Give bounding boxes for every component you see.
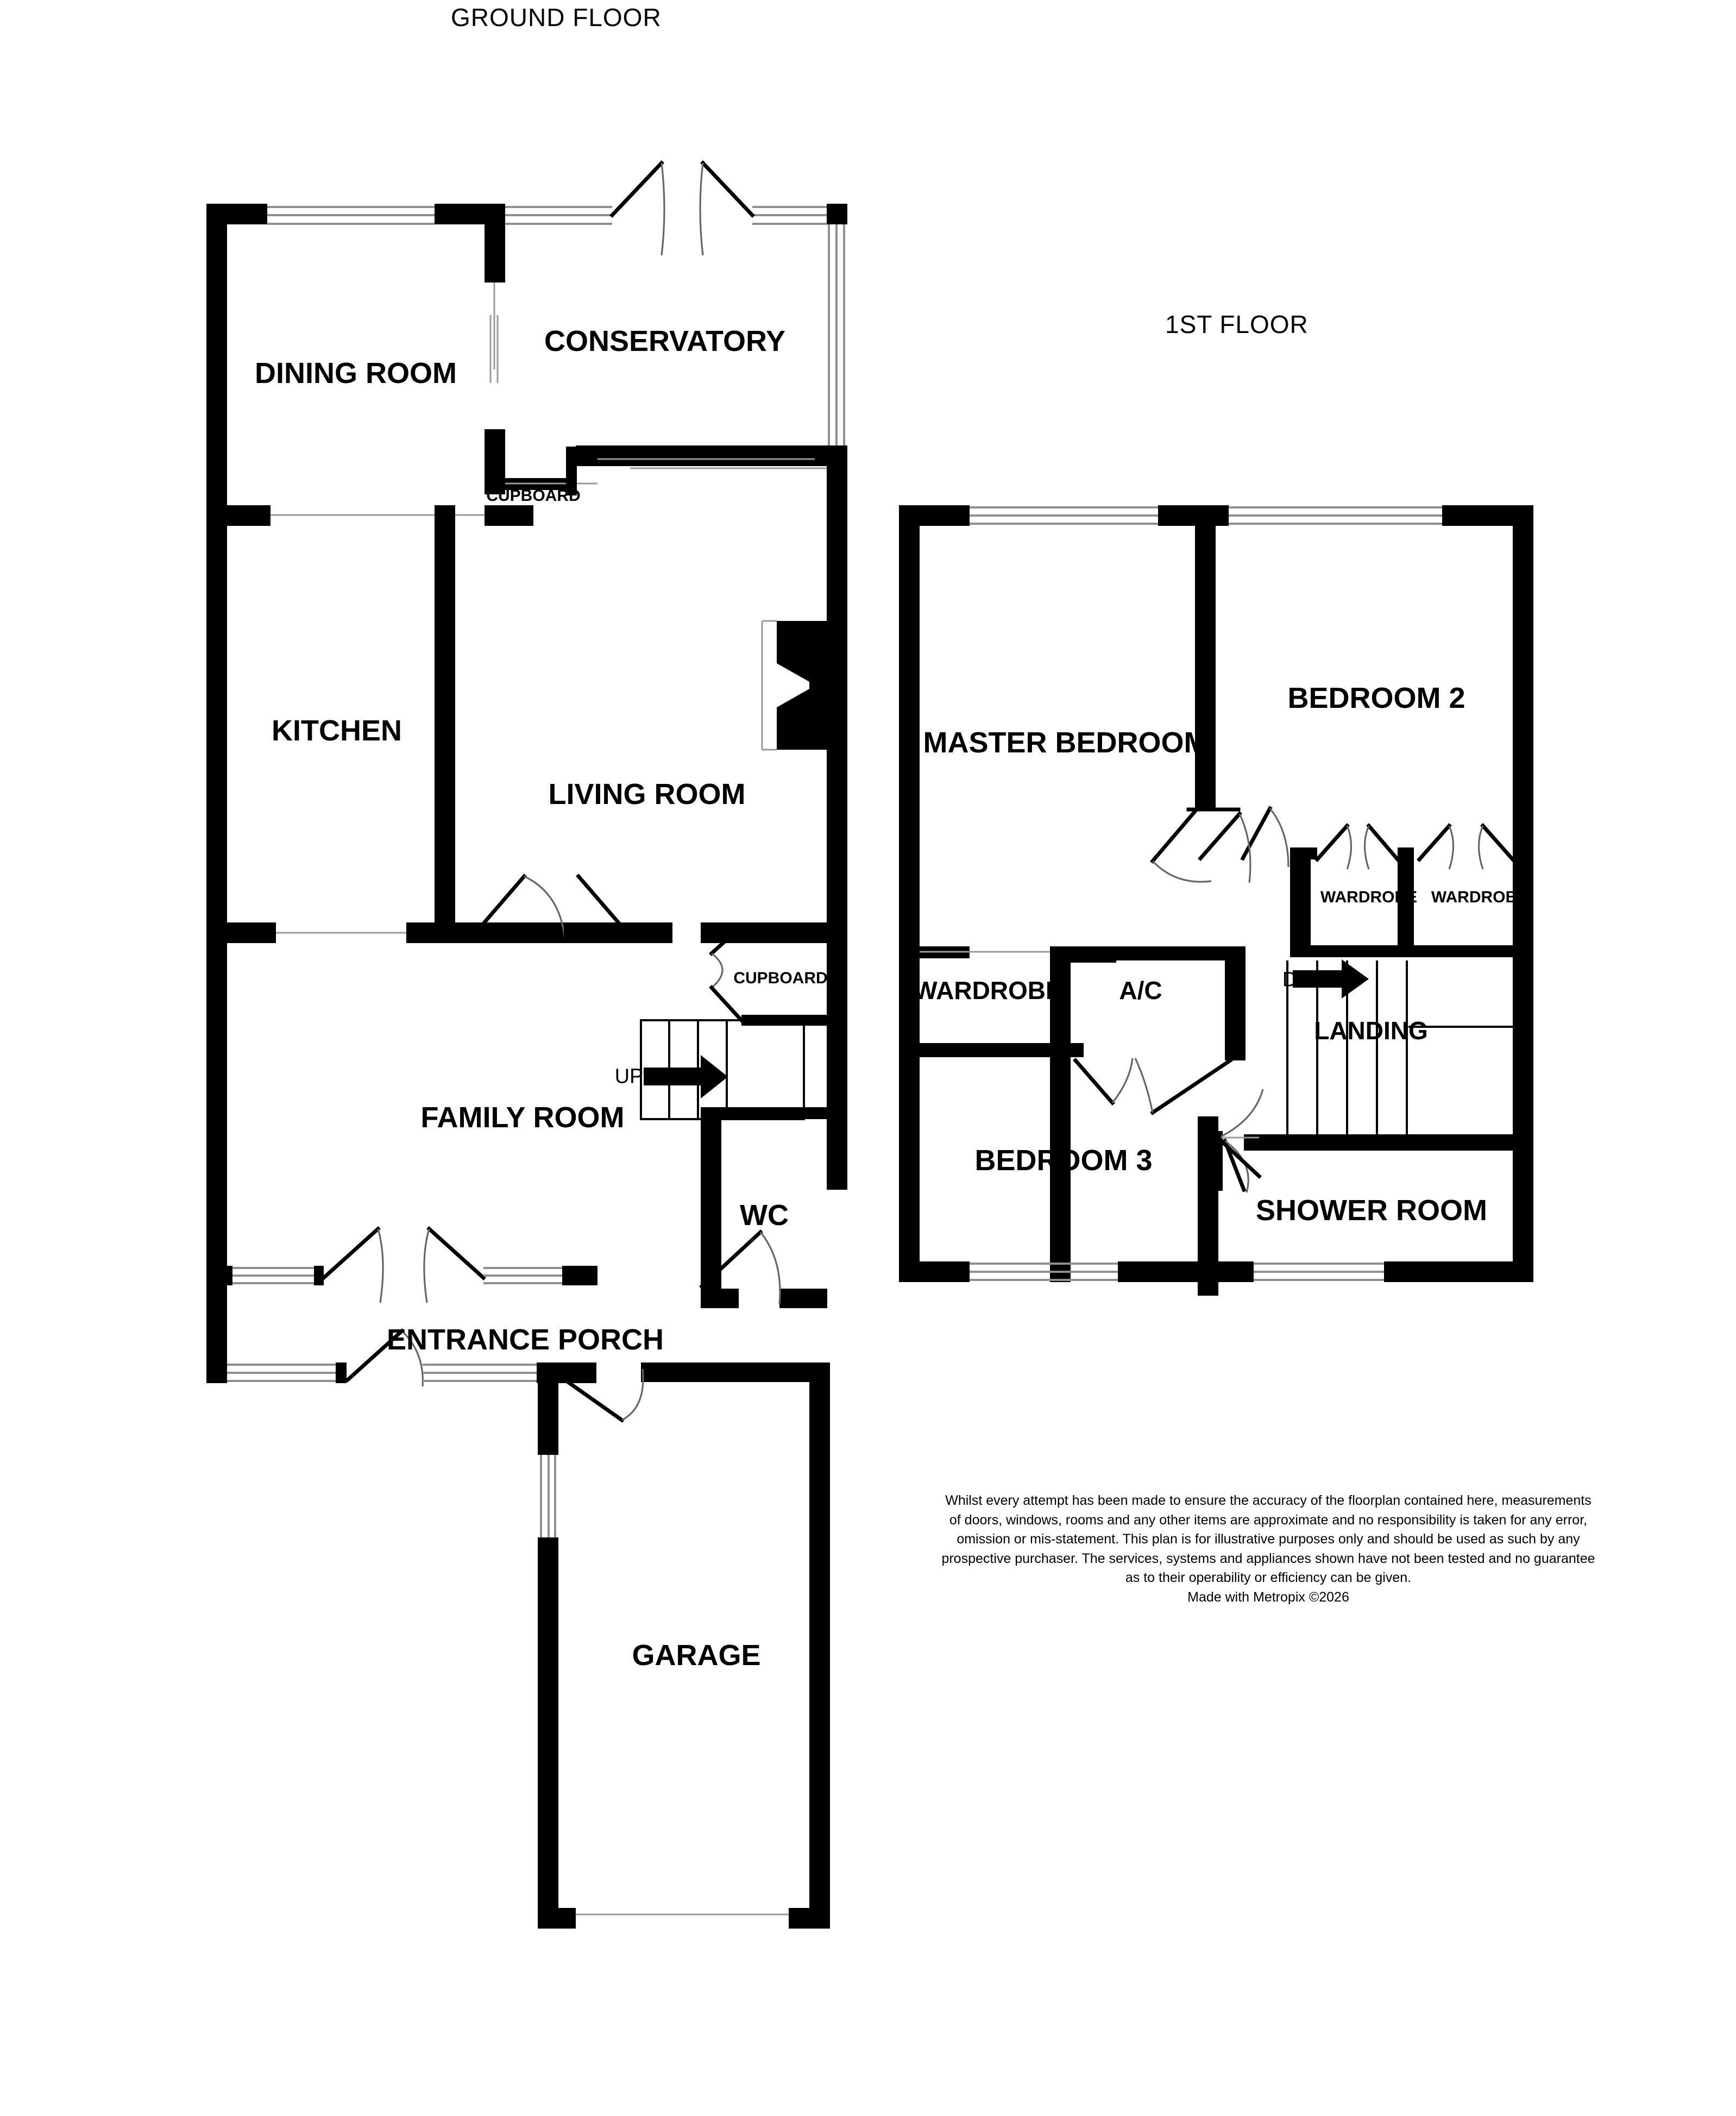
stair-direction-up: UP xyxy=(614,1065,644,1088)
room-label-wardrobe-2: WARDROBE xyxy=(1431,888,1529,906)
room-label-cupboard-stairs: CUPBOARD xyxy=(733,969,828,987)
room-label-master-bedroom: MASTER BEDROOM xyxy=(923,726,1209,759)
first-floor-title: 1ST FLOOR xyxy=(1165,310,1309,338)
disclaimer-line-3: omission or mis-statement. This plan is … xyxy=(957,1531,1580,1547)
disclaimer-line-5: as to their operability or efficiency ca… xyxy=(1125,1570,1412,1585)
room-label-bedroom-2: BEDROOM 2 xyxy=(1287,682,1465,714)
room-label-cupboard-dining: CUPBOARD xyxy=(486,487,581,505)
room-label-conservatory: CONSERVATORY xyxy=(544,325,786,357)
disclaimer-line-1: Whilst every attempt has been made to en… xyxy=(945,1493,1592,1508)
room-label-wc: WC xyxy=(740,1199,789,1232)
disclaimer-line-2: of doors, windows, rooms and any other i… xyxy=(949,1512,1588,1528)
ground-floor-title: GROUND FLOOR xyxy=(451,3,662,32)
room-label-ac-cupboard: A/C xyxy=(1119,976,1162,1004)
room-label-wardrobe-1: WARDROBE xyxy=(1320,888,1418,906)
disclaimer-credit: Made with Metropix ©2026 xyxy=(1187,1589,1349,1605)
room-label-landing: LANDING xyxy=(1314,1016,1428,1045)
room-label-dining-room: DINING ROOM xyxy=(255,357,457,390)
stair-direction-down: DOWN xyxy=(1282,968,1348,991)
room-label-wardrobe-3: WARDROBE xyxy=(914,976,1062,1004)
room-label-family-room: FAMILY ROOM xyxy=(420,1101,625,1134)
disclaimer-block: Whilst every attempt has been made to en… xyxy=(853,1491,1684,1607)
disclaimer-line-4: prospective purchaser. The services, sys… xyxy=(941,1550,1595,1566)
room-label-living-room: LIVING ROOM xyxy=(548,778,746,811)
room-label-shower-room: SHOWER ROOM xyxy=(1256,1194,1487,1227)
room-label-garage: GARAGE xyxy=(632,1639,761,1672)
room-label-kitchen: KITCHEN xyxy=(272,714,402,747)
room-label-bedroom-3: BEDROOM 3 xyxy=(974,1144,1153,1177)
room-label-entrance-porch: ENTRANCE PORCH xyxy=(386,1323,664,1356)
